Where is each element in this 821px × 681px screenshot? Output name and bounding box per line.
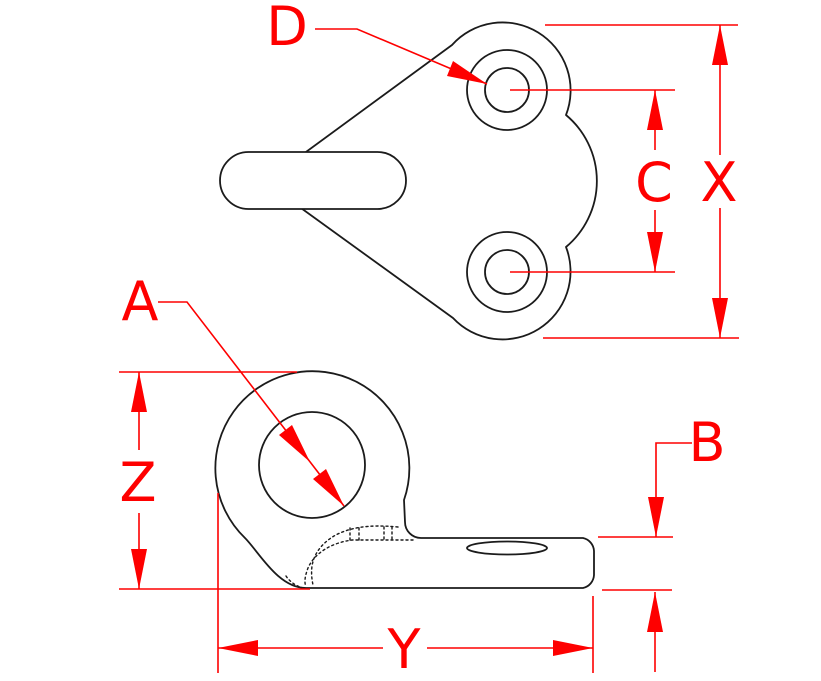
a-arrowhead-far	[313, 469, 344, 506]
b-arrowhead-up	[647, 592, 663, 632]
dimension-b: B	[598, 411, 726, 672]
side-view: A Z Y B	[119, 270, 726, 681]
y-arrowhead-right	[553, 640, 593, 656]
dim-label-z: Z	[120, 451, 157, 514]
hidden-outer-bend	[304, 539, 414, 588]
y-arrowhead-left	[218, 640, 258, 656]
dimension-a: A	[122, 270, 345, 507]
b-leader-line	[655, 442, 692, 537]
dimension-x: X	[543, 24, 739, 339]
dimension-c: C	[510, 89, 675, 273]
c-arrowhead-up	[647, 90, 663, 130]
hidden-bend-lines	[285, 525, 414, 589]
c-arrowhead-down	[647, 232, 663, 272]
dim-label-a: A	[122, 270, 159, 333]
dim-label-y: Y	[387, 618, 422, 681]
dimension-d: D	[266, 0, 488, 85]
hidden-bottom-arc	[285, 575, 304, 589]
top-view: D C X	[219, 0, 739, 341]
hidden-inner-bend	[310, 525, 399, 586]
d-arrowhead	[447, 61, 487, 84]
dim-label-c: C	[635, 151, 673, 214]
dimension-z: Z	[119, 371, 310, 590]
mounting-tab	[219, 151, 407, 210]
x-arrowhead-down	[712, 298, 728, 338]
z-arrowhead-up	[131, 372, 147, 412]
z-arrowhead-down	[131, 549, 147, 589]
base-slot-hole	[466, 540, 548, 556]
x-arrowhead-up	[712, 25, 728, 65]
a-arrowhead-near	[279, 425, 310, 462]
eye-hole	[258, 411, 366, 519]
dim-label-d: D	[266, 0, 308, 58]
b-arrowhead-down	[648, 497, 664, 537]
d-leader-line	[315, 28, 488, 85]
dim-label-x: X	[701, 151, 738, 214]
teardrop-plate-outline	[264, 21, 598, 341]
dimension-y: Y	[217, 493, 594, 681]
eye-and-base-silhouette	[214, 370, 595, 589]
dim-label-b: B	[688, 411, 725, 474]
